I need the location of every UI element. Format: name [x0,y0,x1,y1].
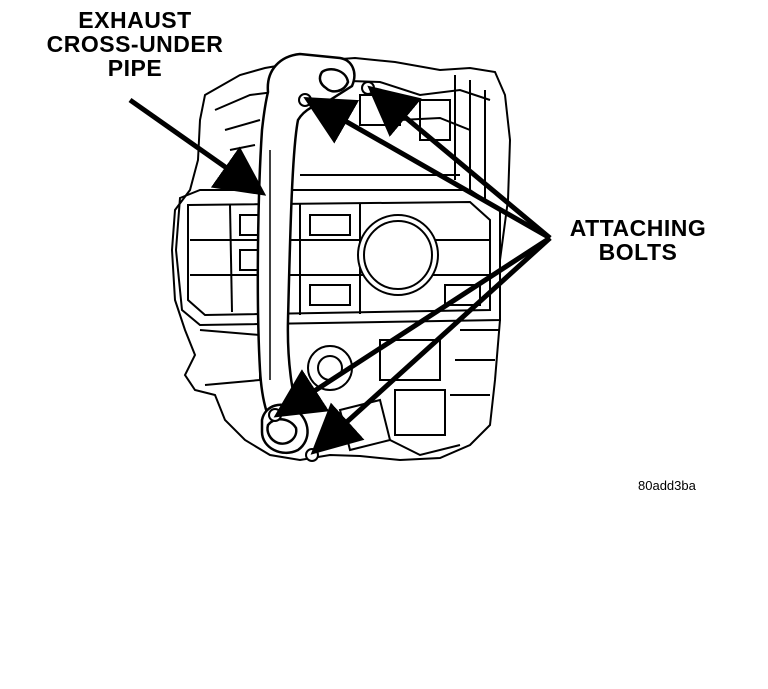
figure-id: 80add3ba [638,478,696,493]
bolt-lower-right [305,448,319,462]
transaxle [199,329,500,457]
bolts-label-line-1: ATTACHING [569,215,707,241]
arrow-exhaust-pipe [128,97,267,196]
bolt-upper-left [298,93,312,107]
bolts-label-line-2: BOLTS [598,239,678,265]
arrow-bolt-upper-left [303,97,552,241]
attaching-bolts-label: ATTACHING BOLTS [548,216,728,264]
exhaust-label-line-1: EXHAUST [78,7,192,33]
arrow-bolt-lower-left [273,235,552,418]
exhaust-label-line-2: CROSS-UNDER [46,31,224,57]
leader-arrows [128,85,552,455]
exhaust-cross-under-pipe [256,52,356,455]
bolt-lower-left [268,408,282,422]
bolt-upper-right [361,81,375,95]
exhaust-label-line-3: PIPE [107,55,163,81]
exhaust-cross-under-pipe-label: EXHAUST CROSS-UNDER PIPE [20,8,250,80]
arrow-bolt-upper-right [367,85,552,240]
arrow-bolt-lower-right [310,236,552,455]
